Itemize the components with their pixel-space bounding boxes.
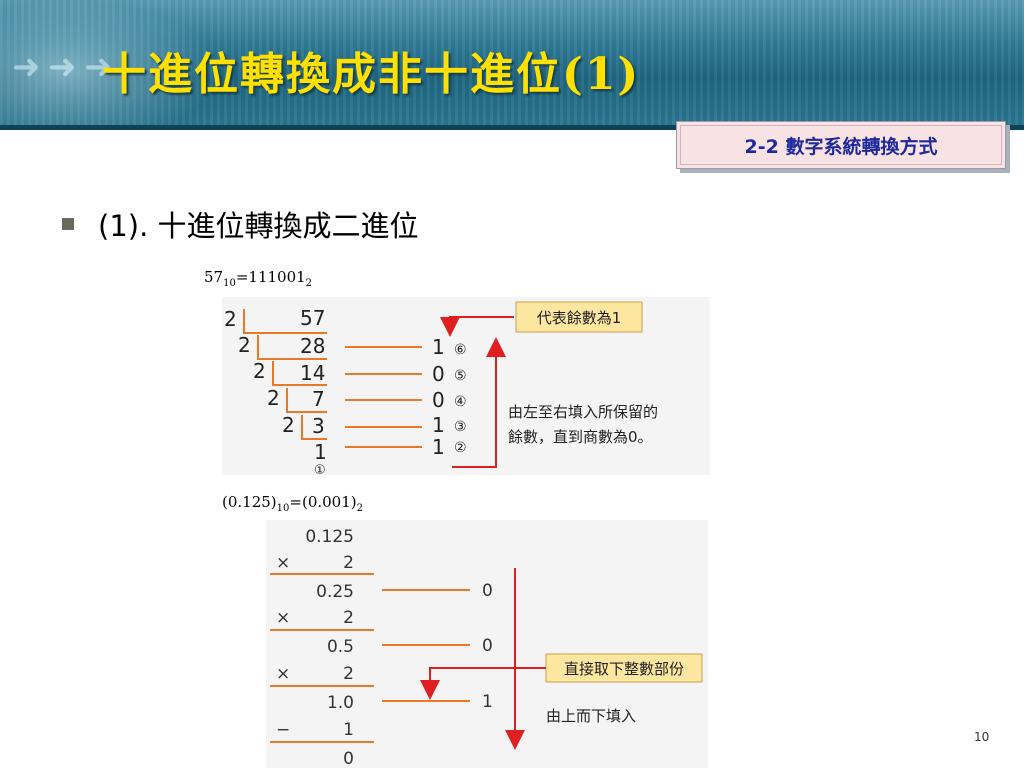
- page-number: 10: [974, 730, 990, 744]
- divisor: 2: [224, 307, 237, 331]
- eq1-lhs-base: 10: [223, 278, 236, 289]
- note-line-2: 餘數，直到商數為0。: [508, 428, 653, 446]
- header-banner: ➜ ➜ ➜: [0, 0, 1024, 130]
- divisor: 2: [267, 386, 280, 410]
- operator: −: [276, 720, 290, 740]
- arrow-decoration-icon: ➜: [12, 47, 41, 87]
- callout-box: [545, 653, 703, 683]
- eq2-lhs-base: 10: [276, 503, 290, 514]
- banner-bottom-edge: [0, 125, 1024, 130]
- callout-label: 直接取下整數部份: [564, 660, 684, 678]
- product-value: 0.125: [305, 527, 354, 547]
- division-brackets: [243, 309, 327, 440]
- callout-arrow: [420, 667, 546, 700]
- read-order-arrow: [452, 337, 506, 468]
- callout-arrow: [440, 316, 514, 337]
- slide-title: 十進位轉換成非十進位(1): [102, 49, 641, 100]
- step-number: ②: [454, 440, 467, 456]
- step-number: ①: [314, 463, 326, 475]
- banner-glow: [0, 0, 220, 130]
- divisor: 2: [238, 333, 251, 357]
- multiplier: 2: [343, 553, 354, 573]
- section-badge-label: 2-2 數字系統轉換方式: [744, 135, 938, 158]
- remainder: 0: [432, 388, 445, 412]
- operator: ×: [276, 553, 290, 573]
- division-diagram-svg: 2 2 2 2 2 57 28 14 7 3 1 ① 1 0 0: [224, 301, 658, 475]
- remainder: 1: [432, 413, 445, 437]
- arrow-decoration-icon: ➜: [84, 47, 113, 87]
- product-value: 0.25: [316, 582, 354, 602]
- bullet-square-icon: [62, 218, 74, 230]
- eq2-lhs: (0.125): [222, 493, 277, 511]
- multiplication-diagram-svg: 0.125 0.25 0.5 1.0 0 × 2 × 2 × 2 − 1 0 0…: [270, 527, 703, 768]
- eq2-rhs: (0.001): [301, 493, 357, 511]
- quotient: 57: [300, 306, 325, 330]
- divisor: 2: [253, 359, 266, 383]
- equation-integer: 5710=1110012: [204, 268, 313, 289]
- quotient: 14: [300, 361, 325, 385]
- quotient: 28: [300, 334, 325, 358]
- callout-box: [515, 301, 643, 333]
- eq1-lhs: 57: [204, 268, 224, 286]
- product-value: 1.0: [327, 693, 354, 713]
- multiplication-diagram: 0.125 0.25 0.5 1.0 0 × 2 × 2 × 2 − 1 0 0…: [266, 520, 708, 768]
- digit-connectors: [382, 589, 470, 702]
- step-number: ④: [454, 394, 467, 410]
- eq1-rhs-base: 2: [305, 278, 313, 289]
- note-line-1: 由左至右填入所保留的: [508, 403, 658, 421]
- section-badge: 2-2 數字系統轉換方式: [676, 121, 1006, 169]
- multiplier: 2: [343, 608, 354, 628]
- remainder: 1: [432, 435, 445, 459]
- equation-fraction: (0.125)10=(0.001)2: [222, 493, 363, 514]
- step-number: ⑥: [454, 342, 467, 358]
- multiplier: 2: [343, 664, 354, 684]
- remainder: 0: [432, 362, 445, 386]
- remainder-connectors: [345, 346, 422, 448]
- operator: ×: [276, 608, 290, 628]
- integer-digit: 0: [482, 636, 493, 656]
- step-number: ③: [454, 419, 467, 435]
- quotient: 1: [314, 440, 327, 464]
- bullet-item: (1). 十進位轉換成二進位: [62, 203, 419, 245]
- quotient: 7: [312, 387, 325, 411]
- eq1-rhs: 111001: [248, 268, 306, 286]
- division-diagram: 2 2 2 2 2 57 28 14 7 3 1 ① 1 0 0: [222, 297, 710, 475]
- arrow-decoration-icon: ➜: [48, 47, 77, 87]
- step-number: ⑤: [454, 368, 467, 384]
- product-value: 0: [343, 749, 354, 768]
- callout-label: 代表餘數為1: [537, 309, 622, 327]
- eq2-rhs-base: 2: [356, 503, 363, 514]
- divisor: 2: [282, 413, 295, 437]
- integer-digit: 1: [482, 692, 493, 712]
- integer-digit: 0: [482, 581, 493, 601]
- multiplier: 1: [343, 720, 354, 740]
- product-value: 0.5: [327, 637, 354, 657]
- note-text: 由上而下填入: [546, 707, 636, 725]
- remainder: 1: [432, 335, 445, 359]
- multiplication-rules: [270, 573, 374, 743]
- bullet-text: (1). 十進位轉換成二進位: [98, 209, 419, 243]
- operator: ×: [276, 664, 290, 684]
- quotient: 3: [312, 414, 325, 438]
